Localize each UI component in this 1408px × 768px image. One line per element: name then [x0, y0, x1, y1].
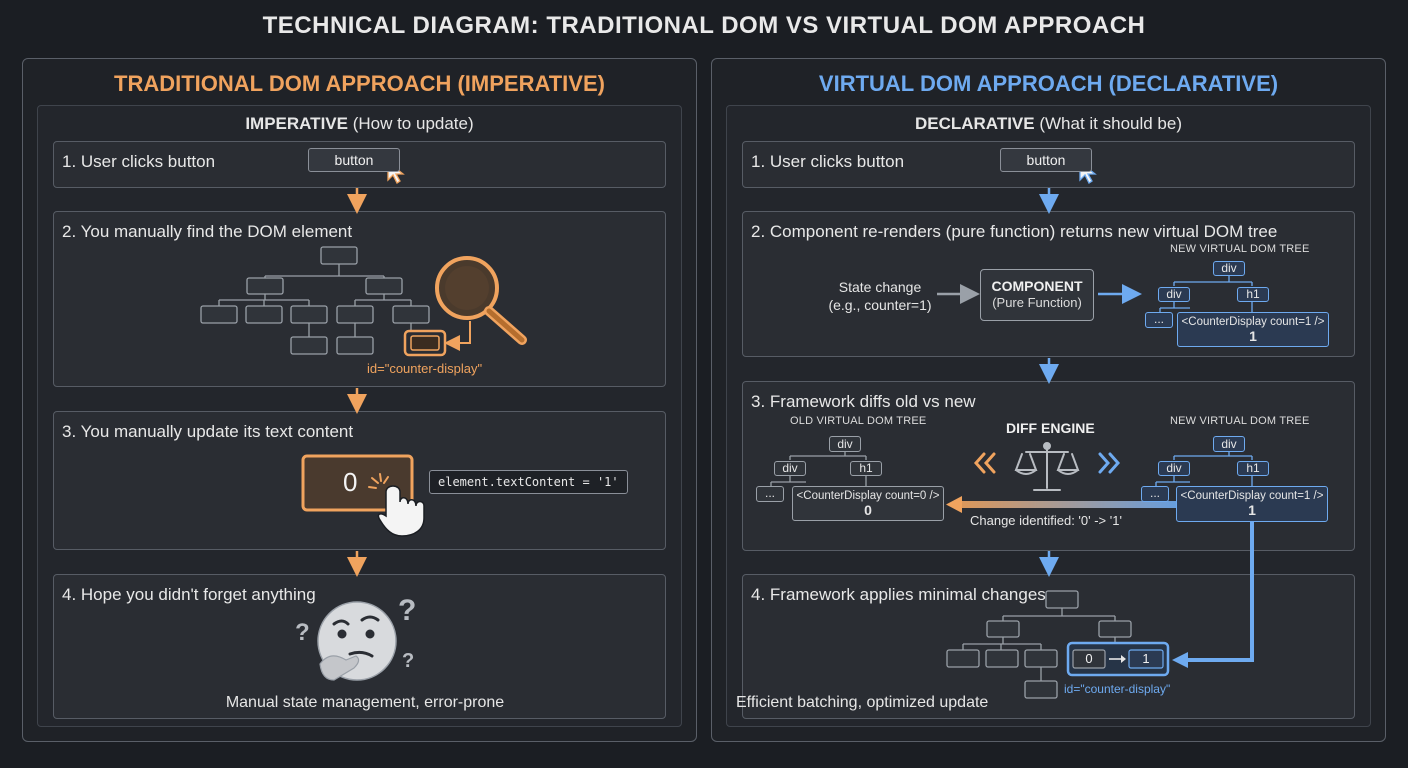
text-content-code: element.textContent = '1': [429, 470, 628, 494]
counter-value: 0: [343, 467, 358, 497]
new-node-ellipsis: ...: [1141, 486, 1169, 502]
vdom-node-div: div: [1213, 261, 1245, 276]
right-id-label: id="counter-display": [1064, 682, 1171, 696]
new-node-h1: h1: [1237, 461, 1269, 476]
old-node-h1: h1: [850, 461, 882, 476]
vdom-node-h1: h1: [1237, 287, 1269, 302]
right-demo-button[interactable]: button: [1000, 148, 1092, 172]
patch-old-value: 0: [1085, 651, 1093, 666]
new-counter-node-2: <CounterDisplay count=1 /> 1: [1176, 486, 1328, 522]
old-node-ellipsis: ...: [756, 486, 784, 502]
left-id-label: id="counter-display": [367, 361, 483, 376]
traditional-panel-title: TRADITIONAL DOM APPROACH (IMPERATIVE): [114, 71, 605, 96]
right-footer: Efficient batching, optimized update: [736, 694, 989, 711]
left-demo-button[interactable]: button: [308, 148, 400, 172]
imperative-container: IMPERATIVE (How to update) 1. User click…: [37, 105, 682, 727]
patch-new-value: 1: [1142, 651, 1150, 666]
old-counter-node: <CounterDisplay count=0 /> 0: [792, 486, 944, 521]
change-identified-label: Change identified: '0' -> '1': [970, 513, 1122, 528]
new-node-div: div: [1213, 436, 1245, 452]
new-tree-label-1: NEW VIRTUAL DOM TREE: [1170, 243, 1310, 255]
component-box: COMPONENT (Pure Function): [980, 269, 1094, 321]
imperative-step-2: 2. You manually find the DOM element: [53, 211, 666, 387]
new-node-div: div: [1158, 461, 1190, 476]
vdom-node-ellipsis: ...: [1145, 312, 1173, 328]
old-node-div: div: [829, 436, 861, 452]
new-counter-node: <CounterDisplay count=1 /> 1: [1177, 312, 1329, 347]
page-title: TECHNICAL DIAGRAM: TRADITIONAL DOM VS VI…: [262, 12, 1146, 39]
imperative-subtitle: IMPERATIVE (How to update): [245, 114, 474, 133]
left-footer: Manual state management, error-prone: [225, 694, 505, 711]
declarative-subtitle: DECLARATIVE (What it should be): [914, 114, 1183, 133]
virtual-panel-title: VIRTUAL DOM APPROACH (DECLARATIVE): [818, 71, 1279, 96]
old-tree-label: OLD VIRTUAL DOM TREE: [790, 415, 927, 427]
state-change-label: State change (e.g., counter=1): [828, 279, 932, 313]
vdom-node-div: div: [1158, 287, 1190, 302]
new-tree-label-2: NEW VIRTUAL DOM TREE: [1170, 415, 1310, 427]
diff-engine-label: DIFF ENGINE: [1006, 420, 1095, 436]
old-node-div: div: [774, 461, 806, 476]
